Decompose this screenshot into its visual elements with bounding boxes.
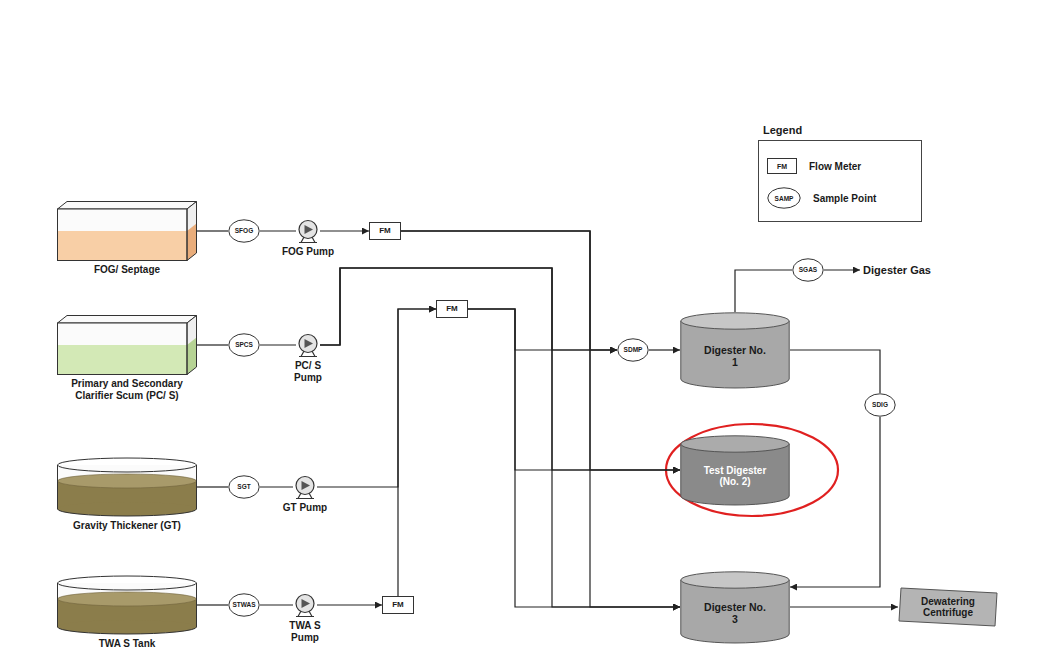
legend-sample-code: SAMP [775, 195, 794, 202]
flow-meter-code: FM [446, 304, 458, 313]
flow-meter-code: FM [392, 600, 404, 609]
legend-row: SAMP Sample Point [767, 185, 876, 211]
sample-code: SPCS [235, 341, 253, 348]
pipe-connector [790, 606, 898, 607]
flow-meter: FM [382, 596, 414, 614]
pipe-connector [320, 268, 680, 607]
pump-symbol-outline [293, 593, 317, 617]
pump-label: GT Pump [275, 502, 335, 514]
sample-point: STWAS [228, 593, 260, 617]
digester-tank: Digester No. 3 [680, 571, 790, 643]
thickener-tank: Gravity Thickener (GT) [57, 457, 197, 517]
pipe-connector [260, 486, 293, 487]
pipe-connector [735, 270, 792, 312]
outlet-label: Digester Gas [863, 264, 931, 277]
pipe-connector [317, 604, 382, 605]
sample-code: STWAS [232, 601, 255, 608]
pipe-connector [649, 349, 680, 350]
pipe-connector [790, 417, 880, 587]
pipe-connector [197, 604, 228, 605]
tank-label: FOG/ Septage [57, 264, 197, 276]
pipe-connector [790, 350, 880, 393]
digester-tank: Test Digester (No. 2) [680, 435, 790, 505]
pump-symbol: GT Pump [293, 475, 317, 499]
flow-meter: FM [436, 300, 468, 318]
storage-tank: Primary and Secondary Clarifier Scum (PC… [57, 315, 197, 375]
centrifuge-label: Dewatering Centrifuge [908, 596, 988, 619]
tank-label: Primary and Secondary Clarifier Scum (PC… [52, 378, 202, 401]
sample-code: SFOG [235, 227, 253, 234]
pump-symbol: PC/ S Pump [296, 333, 320, 357]
flow-meter-code: FM [379, 226, 391, 235]
pump-symbol: TWA S Pump [293, 593, 317, 617]
highlight-ellipse [666, 424, 838, 516]
digester-label: Digester No. 1 [703, 344, 767, 368]
digester-label: Test Digester (No. 2) [703, 465, 767, 488]
sample-point: SFOG [228, 219, 260, 243]
storage-tank: TWA S Tank [57, 575, 197, 635]
pipe-connector [398, 309, 436, 596]
legend-text: Flow Meter [809, 161, 861, 172]
legend-box: FMFlow MeterSAMPSample PointLegend [758, 140, 922, 222]
sample-code: SDMP [624, 346, 643, 353]
pipe-connector [320, 268, 680, 470]
storage-tank-outline [57, 575, 197, 635]
legend-text: Sample Point [813, 193, 876, 204]
pipe-connector [320, 230, 369, 231]
pump-label: PC/ S Pump [286, 360, 330, 383]
pipe-connector [260, 230, 296, 231]
legend-sample-code: FM [777, 163, 787, 170]
pipe-connector [468, 309, 617, 350]
pipe-connector [401, 231, 680, 607]
pipe-connector [401, 231, 680, 470]
pipe-connector [260, 604, 293, 605]
pipe-connector [197, 486, 228, 487]
sample-code: SGAS [799, 266, 817, 273]
flow-meter: FM [369, 222, 401, 240]
pump-symbol-outline [296, 219, 320, 243]
pump-label: FOG Pump [278, 246, 338, 258]
pipe-connector [260, 344, 296, 345]
pipe-connector [197, 344, 228, 345]
flow-meter-sample: FM [767, 158, 797, 174]
sample-code: SGT [237, 483, 250, 490]
storage-tank: FOG/ Septage [57, 201, 197, 261]
sample-code: SDIG [872, 401, 888, 408]
digester-label: Digester No. 3 [703, 601, 767, 625]
pump-symbol-outline [293, 475, 317, 499]
sample-point: SGAS [792, 258, 824, 282]
pipe-connector [317, 309, 436, 487]
digester-tank: Digester No. 1 [680, 312, 790, 388]
centrifuge-unit: Dewatering Centrifuge [898, 587, 998, 627]
sample-point: SDMP [617, 338, 649, 362]
sample-point: SPCS [228, 333, 260, 357]
pipe-connector [468, 309, 680, 607]
legend-title: Legend [763, 124, 802, 136]
storage-tank-outline [57, 315, 197, 375]
pump-symbol: FOG Pump [296, 219, 320, 243]
pipe-connector [824, 269, 860, 270]
sample-point: SDIG [864, 393, 896, 417]
storage-tank-outline [57, 201, 197, 261]
pump-symbol-outline [296, 333, 320, 357]
sample-point-sample: SAMP [767, 187, 801, 209]
pipe-connector [468, 309, 680, 470]
thickener-tank-outline [57, 457, 197, 517]
tank-label: TWA S Tank [57, 638, 197, 650]
sample-point: SGT [228, 475, 260, 499]
pipe-connector [197, 230, 228, 231]
tank-label: Gravity Thickener (GT) [72, 520, 182, 532]
legend-row: FM Flow Meter [767, 153, 861, 179]
pump-label: TWA S Pump [281, 620, 329, 643]
gas-outlet: Digester Gas [860, 262, 934, 279]
pipe-connector [401, 231, 617, 350]
